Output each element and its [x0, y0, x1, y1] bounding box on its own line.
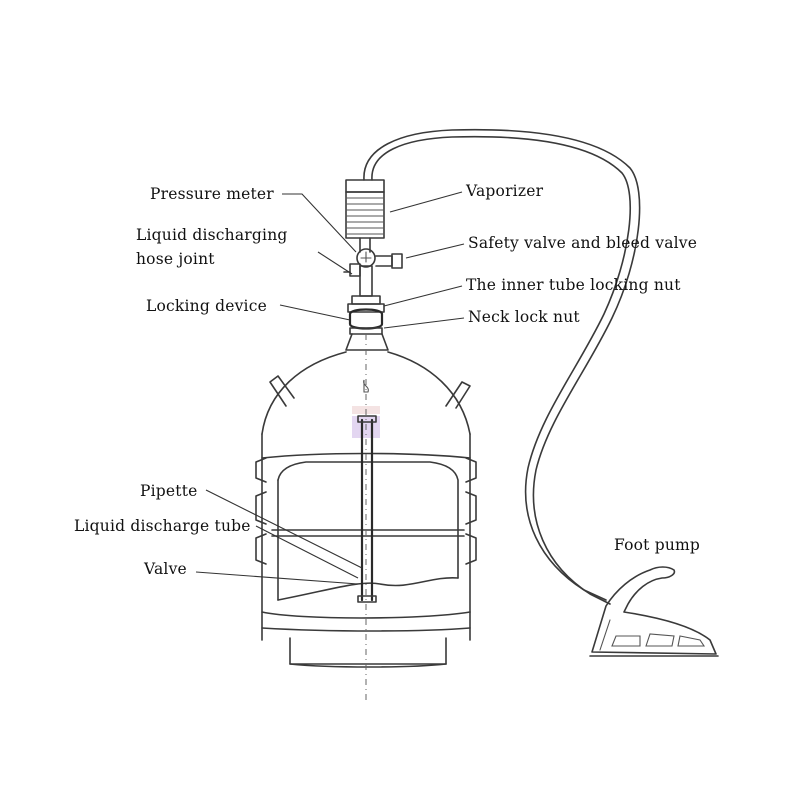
dewar-vessel — [255, 333, 477, 668]
label-liquid-discharge-tube: Liquid discharge tube — [74, 517, 251, 535]
hose — [363, 128, 641, 605]
leader-lines — [195, 191, 465, 585]
label-inner-tube-nut: The inner tube locking nut — [466, 276, 681, 294]
label-vaporizer: Vaporizer — [465, 182, 544, 200]
valve-assembly — [343, 248, 403, 335]
label-pressure-meter: Pressure meter — [150, 185, 274, 203]
label-liquid-hose-line1: Liquid discharging — [136, 226, 288, 244]
label-pipette: Pipette — [140, 482, 198, 500]
foot-pump — [589, 566, 719, 657]
vaporizer — [345, 179, 385, 253]
label-neck-lock-nut: Neck lock nut — [468, 308, 580, 326]
label-safety-valve: Safety valve and bleed valve — [468, 234, 697, 252]
label-locking-device: Locking device — [146, 297, 267, 315]
label-valve: Valve — [143, 560, 187, 578]
label-liquid-hose-line2: hose joint — [136, 250, 215, 268]
label-foot-pump: Foot pump — [614, 536, 700, 554]
